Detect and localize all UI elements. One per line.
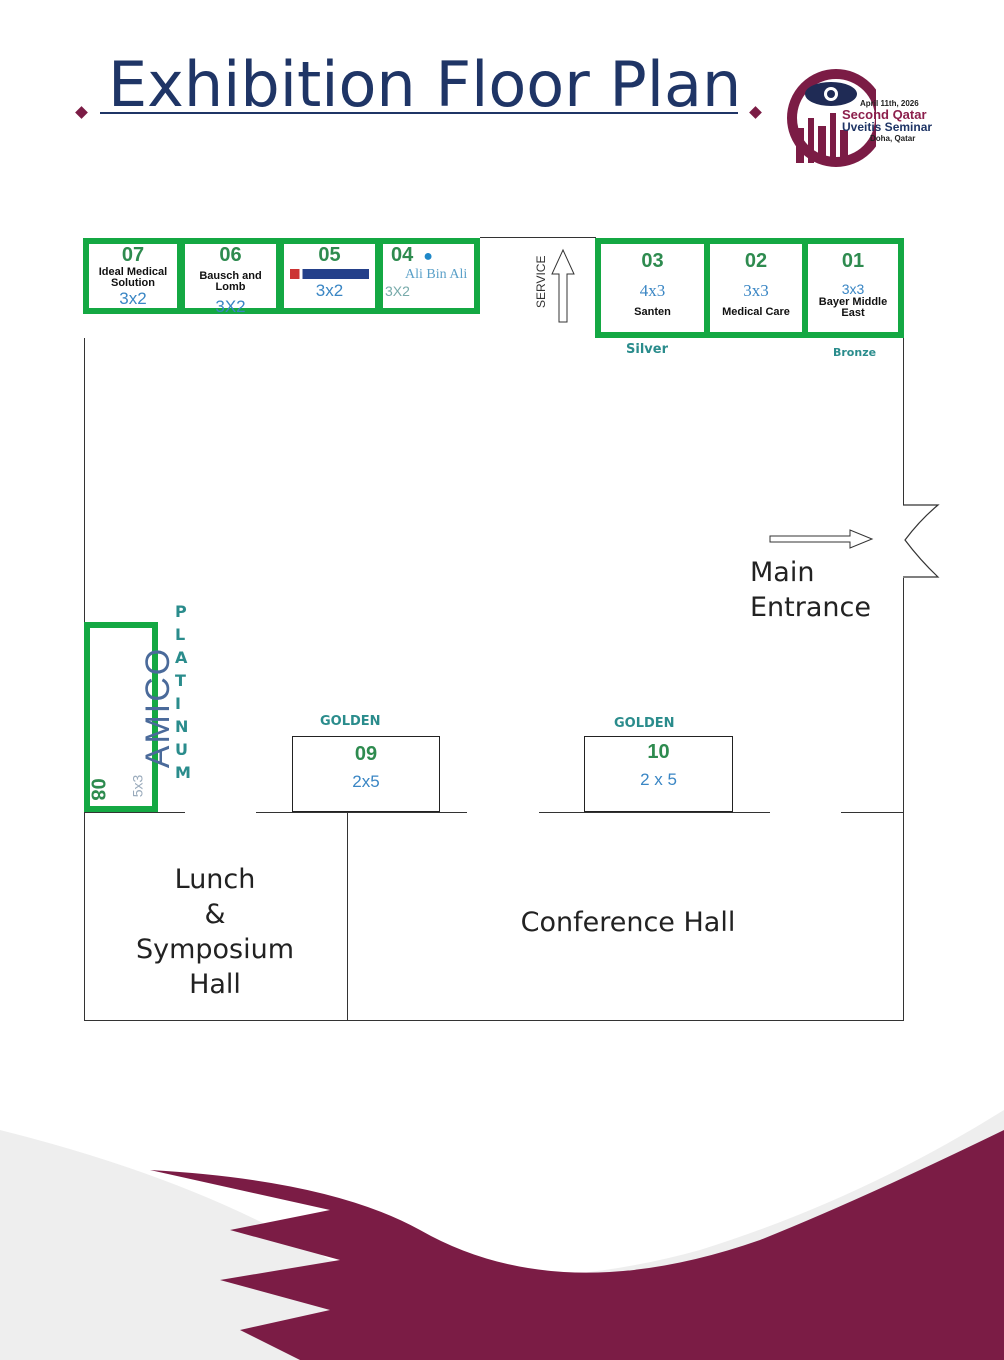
entrance-arrow-icon (769, 529, 874, 549)
booth-number: 09 (354, 743, 378, 765)
booth-05[interactable]: 05 3x2 (278, 238, 381, 314)
logo-location: Doha, Qatar (870, 134, 916, 143)
page-title: Exhibition Floor Plan (108, 48, 742, 121)
logo-date: April 11th, 2026 (860, 99, 919, 108)
booth-size: 3x3 (841, 281, 865, 297)
wall (480, 237, 596, 238)
tier-golden: GOLDEN (614, 716, 675, 731)
booth-size: 2x5 (352, 772, 380, 791)
booth-size: 3x3 (743, 281, 769, 300)
room-label-line: Lunch (174, 864, 256, 895)
booth-size: 3X2 (385, 283, 410, 299)
service-label: SERVICE (534, 255, 548, 308)
booth-exhibitor: Medical Care (722, 306, 790, 318)
booth-exhibitor: AMICO (139, 646, 178, 769)
booth-number: 07 (121, 244, 145, 266)
logo-line1: Second Qatar (842, 107, 927, 122)
booth-10[interactable]: 10 2 x 5 (584, 736, 733, 812)
entrance-line: Main (750, 557, 815, 588)
diamond-ornament (749, 106, 762, 119)
logo-line2: Uveitis Seminar (842, 120, 933, 134)
booth-number: 01 (841, 250, 865, 272)
booth-exhibitor: Bayer Middle East (818, 296, 888, 319)
seminar-logo: April 11th, 2026 Second Qatar Uveitis Se… (786, 68, 946, 170)
title-underline (100, 112, 738, 114)
booth-number: 03 (641, 250, 664, 272)
service-arrow-icon (551, 248, 575, 323)
booth-size: 3x2 (315, 281, 344, 300)
room-label-line: & (204, 899, 226, 930)
booth-number: 08 (86, 778, 109, 801)
booth-exhibitor: Santen (634, 306, 671, 318)
booth-size: 3x2 (119, 289, 147, 308)
booth-exhibitor: Ali Bin Ali (405, 267, 468, 282)
wall (84, 1020, 904, 1021)
wall (256, 812, 467, 813)
booth-size: 4x3 (639, 281, 666, 300)
door-icon (903, 504, 940, 578)
booth-08[interactable]: 08 AMICO 5x3 (84, 622, 177, 812)
tier-platinum: PLATINUM (175, 602, 191, 782)
diamond-ornament (75, 106, 88, 119)
entrance-line: Entrance (750, 592, 871, 623)
exhibitor-logo-icon: ● (423, 248, 433, 265)
wall (903, 338, 904, 505)
booth-size: 3X2 (215, 297, 246, 316)
wall (84, 812, 185, 813)
booth-size: 2 x 5 (640, 770, 677, 789)
room-label-line: Hall (189, 969, 241, 1000)
booth-number: 10 (647, 741, 670, 763)
room-label-line: Symposium (135, 934, 295, 965)
tier-silver: Silver (626, 342, 668, 357)
wall (903, 578, 904, 1021)
exhibitor-logo (290, 269, 369, 279)
booth-exhibitor: Ideal Medical Solution (98, 266, 168, 289)
wall (539, 812, 770, 813)
booth-number: 05 (318, 244, 341, 266)
tier-bronze: Bronze (833, 346, 877, 359)
tier-golden: GOLDEN (320, 714, 381, 729)
logo-emblem-icon (787, 69, 876, 167)
wall (841, 812, 903, 813)
booth-number: 02 (744, 250, 768, 272)
booth-exhibitor: Bausch and Lomb (199, 270, 262, 293)
booth-size: 5x3 (129, 774, 146, 798)
qatar-flag-decoration (0, 1110, 1004, 1360)
booth-number: 06 (219, 244, 242, 266)
conference-hall: Conference Hall (520, 907, 736, 938)
wall (347, 812, 348, 1020)
booth-number: 04 (391, 244, 414, 266)
